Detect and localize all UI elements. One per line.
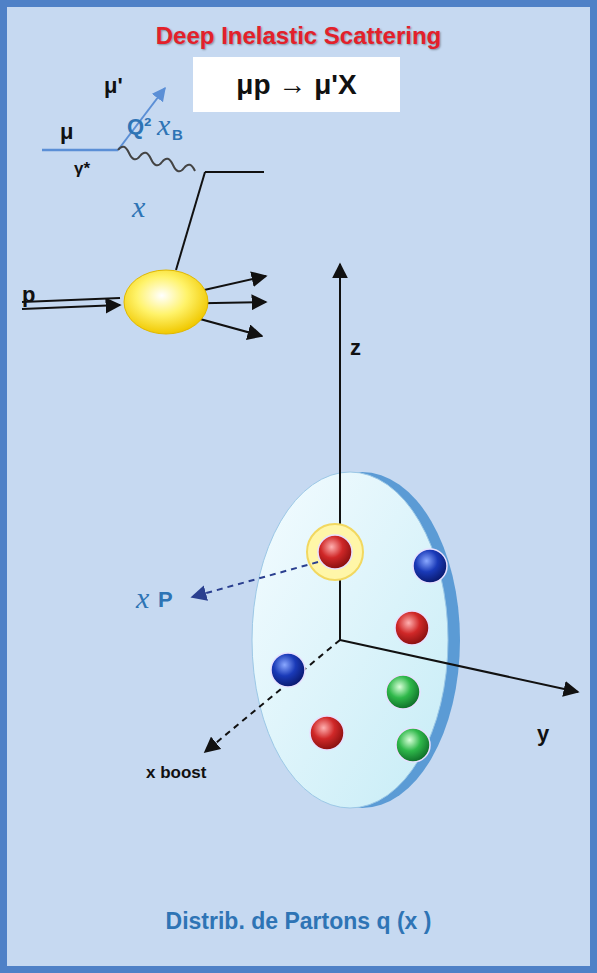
quark-blue [271,653,305,687]
muon-label: μ [60,120,73,144]
panel [7,7,590,966]
photon-wave [118,147,195,172]
axis-label: y [537,722,549,746]
xb-subscript: B [172,127,183,144]
quark-red [318,535,352,569]
title: Deep Inelastic Scattering [0,22,597,50]
proton-line [22,305,120,309]
quark-blue [413,549,447,583]
y-axis [340,640,578,692]
proton-label: p [22,283,35,307]
xb-label: x [157,108,170,141]
parton-halo [307,524,363,580]
momentum-label: x [136,581,149,614]
photon-label: γ* [74,160,90,179]
reaction-text: μp → μ'X [236,69,356,101]
quark-red [310,716,344,750]
quark-out [205,171,264,173]
caption: Distrib. de Partons q (x ) [0,908,597,935]
quark-green [396,728,430,762]
axis-label: x boost [146,764,206,783]
proton-line [22,298,120,302]
muon-label: μ' [104,74,123,98]
quark-in [176,172,205,270]
axis-label: z [350,336,361,360]
muon-line [42,149,118,152]
z-axis [339,264,341,640]
parton-x-label: x [132,190,145,223]
q2-label: Q² [127,115,151,139]
quark-red [395,611,429,645]
momentum-arrow [192,562,318,597]
momentum-label: P [158,588,173,612]
proton-blob [124,270,208,334]
proton-disk [252,472,448,808]
quark-green [386,675,420,709]
reaction-box: μp → μ'X [193,57,400,112]
